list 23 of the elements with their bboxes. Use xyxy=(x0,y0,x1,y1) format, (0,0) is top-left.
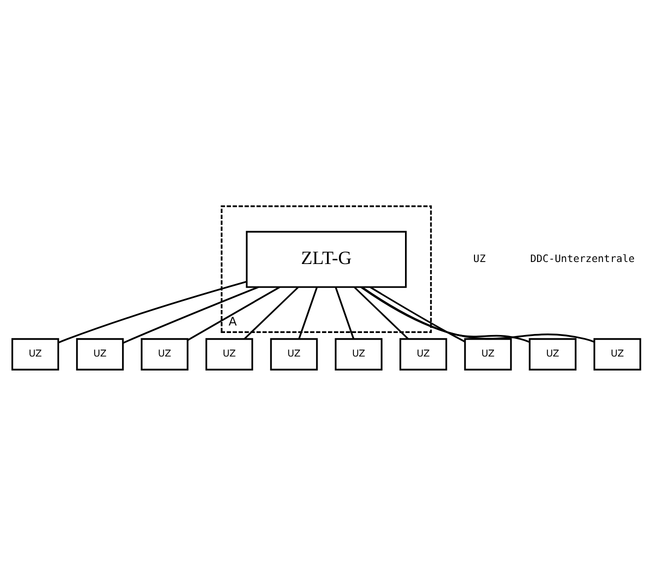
label: UZ xyxy=(473,254,486,265)
connector xyxy=(244,286,299,340)
node-box: ZLT-G xyxy=(246,230,407,288)
label: DDC-Unterzentrale xyxy=(530,254,635,265)
connector xyxy=(187,286,280,340)
node-box: UZ xyxy=(140,338,188,370)
node-box: UZ xyxy=(205,338,254,370)
node-box: UZ xyxy=(594,338,642,370)
connector xyxy=(370,286,466,342)
connector xyxy=(122,286,259,344)
node-box: UZ xyxy=(11,338,60,370)
node-box: UZ xyxy=(464,338,512,370)
node-box: UZ xyxy=(528,338,576,370)
node-box: UZ xyxy=(399,338,448,370)
connector xyxy=(360,286,594,342)
connector xyxy=(361,286,530,342)
node-box: UZ xyxy=(76,338,124,370)
node-box: UZ xyxy=(270,338,318,370)
connector xyxy=(354,286,409,340)
connector xyxy=(334,286,354,339)
connector xyxy=(58,280,247,343)
connector xyxy=(298,286,318,339)
node-box: UZ xyxy=(334,338,382,370)
